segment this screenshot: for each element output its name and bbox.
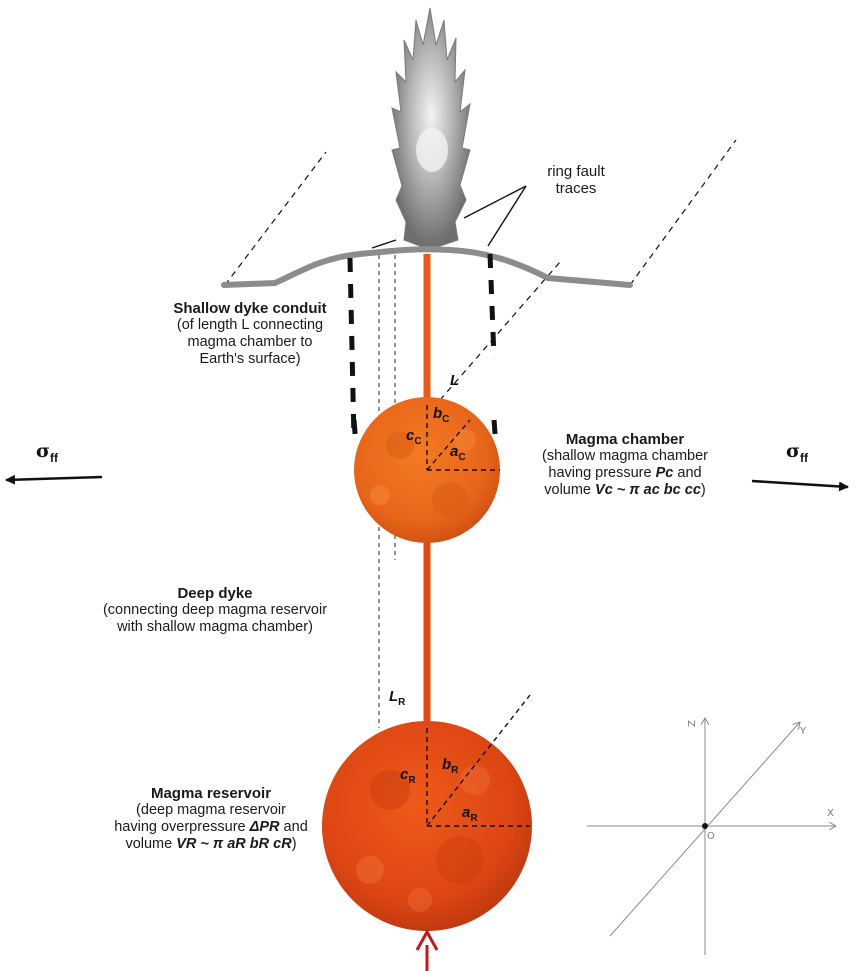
- eruption-plume: [391, 7, 471, 247]
- axis-x-label: X: [827, 808, 834, 819]
- dim-cR-text: c: [400, 766, 409, 783]
- deep-dyke-title: Deep dyke: [177, 585, 253, 602]
- axes-origin-point: [702, 823, 708, 829]
- magma-chamber-label: Magma chamber (shallow magma chamber hav…: [510, 431, 740, 499]
- stress-subscript-right: ff: [800, 451, 809, 465]
- magma-feed-arrow: [415, 928, 439, 971]
- dim-bC: bC: [433, 405, 449, 425]
- dim-cC-sub: C: [414, 436, 422, 447]
- ground-surface: [221, 246, 633, 288]
- dim-bR-sub: R: [451, 765, 459, 776]
- reservoir-axes: [426, 694, 531, 827]
- shallow-dyke-line1: (of length L connecting: [176, 317, 324, 333]
- shallow-dyke-label: Shallow dyke conduit (of length L connec…: [150, 300, 350, 368]
- stress-arrow-right: [751, 479, 849, 492]
- reservoir-overpressure-var: ΔPR: [249, 819, 280, 835]
- magma-reservoir-line2-pre: having overpressure: [114, 819, 250, 835]
- dim-aC-sub: C: [458, 452, 466, 463]
- dim-cC-text: c: [406, 427, 415, 444]
- stress-symbol-right: σ: [786, 440, 801, 462]
- stress-label-left: σff: [36, 440, 58, 465]
- magma-chamber-line3-post: ): [700, 482, 706, 498]
- axis-origin-label: O: [707, 831, 715, 842]
- ring-fault-traces: [347, 253, 497, 441]
- dim-aR-text: a: [462, 804, 471, 821]
- ring-fault-label: ring fault traces: [536, 163, 616, 197]
- magma-reservoir-label: Magma reservoir (deep magma reservoir ha…: [96, 785, 326, 853]
- shallow-dyke-line2: magma chamber to: [187, 334, 313, 350]
- dim-L-text: L: [450, 372, 460, 389]
- dim-cC: cC: [406, 427, 422, 447]
- chamber-volume-formula: Vc ~ π ac bc cc: [595, 482, 701, 498]
- chamber-pressure-var: Pc: [655, 465, 674, 481]
- magma-chamber-line2: having pressure Pc and: [510, 465, 740, 482]
- stress-arrow-left: [5, 474, 103, 485]
- magma-reservoir-title: Magma reservoir: [150, 785, 272, 802]
- magma-reservoir-line3-post: ): [291, 836, 297, 852]
- dim-aR: aR: [462, 804, 478, 824]
- magma-chamber-line1: (shallow magma chamber: [541, 448, 708, 464]
- magma-reservoir-line1: (deep magma reservoir: [136, 802, 286, 818]
- shallow-dyke-title: Shallow dyke conduit: [173, 300, 327, 317]
- dim-aR-sub: R: [470, 813, 478, 824]
- reservoir-volume-formula: VR ~ π aR bR cR: [176, 836, 292, 852]
- magma-chamber-line3-pre: volume: [544, 482, 596, 498]
- deep-dyke-line2: with shallow magma chamber): [117, 619, 313, 635]
- magma-reservoir-line3: volume VR ~ π aR bR cR): [96, 836, 326, 853]
- dim-aC: aC: [450, 443, 466, 463]
- dim-bC-sub: C: [442, 414, 450, 425]
- deep-dyke-label: Deep dyke (connecting deep magma reservo…: [70, 585, 360, 636]
- stress-label-right: σff: [786, 440, 808, 465]
- dim-cR-sub: R: [408, 775, 416, 786]
- dim-cR: cR: [400, 766, 416, 786]
- magma-chamber-line3: volume Vc ~ π ac bc cc): [510, 482, 740, 499]
- axis-y-label: Y: [800, 726, 807, 737]
- magma-reservoir-line3-pre: volume: [125, 836, 177, 852]
- deep-dyke-line1: (connecting deep magma reservoir: [102, 602, 328, 618]
- shallow-dyke-line3: Earth's surface): [199, 351, 301, 367]
- dim-bR: bR: [442, 756, 458, 776]
- ring-fault-label-line2: traces: [555, 180, 597, 197]
- dim-LR-text: L: [389, 688, 399, 705]
- ring-fault-lower: [351, 419, 499, 447]
- chamber-axes: [426, 405, 500, 471]
- magma-chamber-line2-pre: having pressure: [548, 465, 656, 481]
- dim-LR: LR: [389, 688, 405, 708]
- surface-plane-outline: [224, 139, 737, 401]
- magma-reservoir-line2-post: and: [279, 819, 308, 835]
- magma-reservoir-line2: having overpressure ΔPR and: [96, 819, 326, 836]
- magma-chamber-line2-post: and: [673, 465, 702, 481]
- dim-aC-text: a: [450, 443, 459, 460]
- magma-chamber-title: Magma chamber: [565, 431, 685, 448]
- ring-fault-pointers: [371, 185, 527, 249]
- stress-subscript-left: ff: [50, 451, 59, 465]
- dim-LR-sub: R: [398, 697, 406, 708]
- dim-bC-text: b: [433, 405, 443, 422]
- axis-z-label: Z: [686, 720, 698, 727]
- dim-bR-text: b: [442, 756, 452, 773]
- stress-symbol-left: σ: [36, 440, 51, 462]
- dim-L: L: [450, 372, 459, 389]
- ring-fault-label-line1: ring fault: [547, 163, 605, 180]
